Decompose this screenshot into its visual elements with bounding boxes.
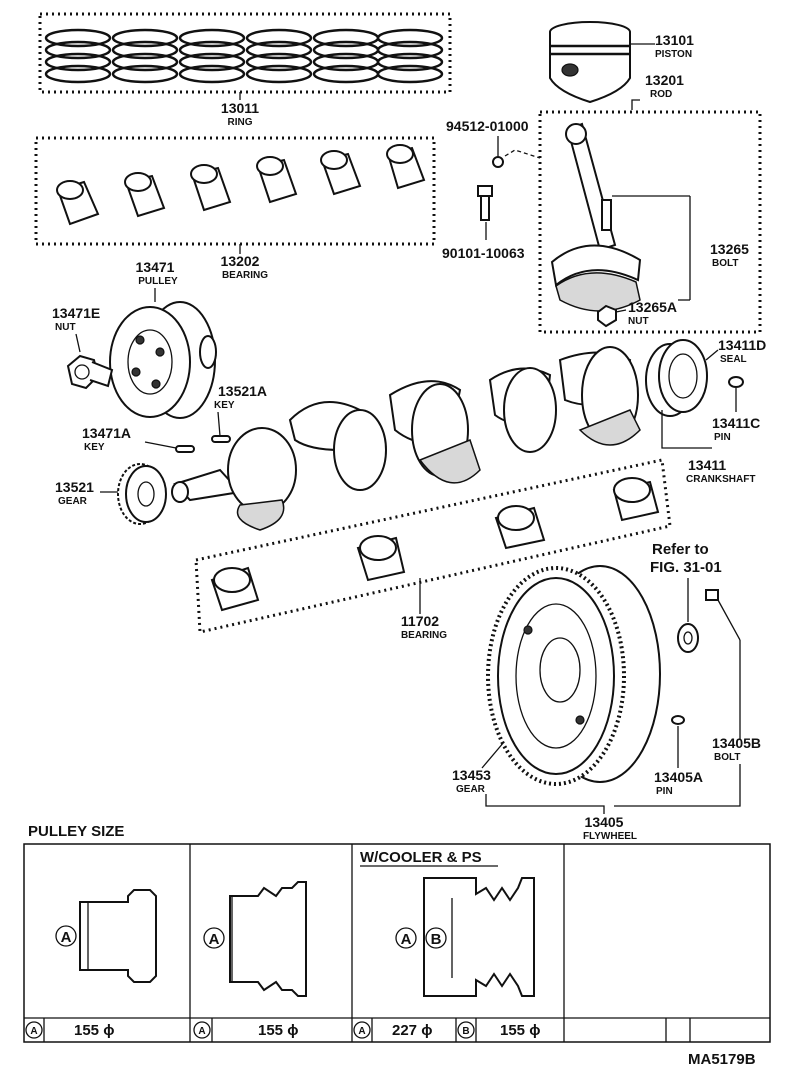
- crank-pulley-drawing: 13471 PULLEY 13471E NUT 13521A KEY 13471…: [52, 259, 267, 525]
- row-mark-a-2: A: [198, 1026, 205, 1037]
- pulley-nut-number: 13471E: [52, 305, 100, 321]
- piston-label: PISTON: [655, 49, 692, 60]
- piston-number: 13101: [655, 32, 694, 48]
- figure-code: MA5179B: [688, 1051, 756, 1068]
- screw-number: 94512-01000: [446, 118, 529, 134]
- cell1-mark-a: A: [61, 929, 72, 946]
- rod-small-parts: 94512-01000 90101-10063: [442, 118, 541, 261]
- pulley-key-number: 13471A: [82, 425, 131, 441]
- main-bearing-number: 11702: [401, 613, 439, 629]
- crank-pin-number: 13411C: [712, 415, 760, 431]
- main-bearing-label: BEARING: [401, 630, 447, 641]
- crankshaft-label: CRANKSHAFT: [686, 474, 755, 485]
- rod-nut-number: 13265A: [628, 299, 677, 315]
- refer-line1: Refer to: [652, 541, 709, 558]
- gear-label: GEAR: [58, 496, 88, 507]
- rod-bearing-label: BEARING: [222, 270, 268, 281]
- gear-number: 13521: [55, 479, 94, 495]
- value-3: 227 ϕ: [392, 1022, 432, 1039]
- crank-pin-label: PIN: [714, 432, 731, 443]
- seal-label: SEAL: [720, 354, 747, 365]
- flywheel-drawing: Refer to FIG. 31-01 13405B BOLT 13405A P…: [452, 541, 761, 842]
- flywheel-number: 13405: [585, 814, 624, 830]
- cell2-mark-a: A: [209, 931, 220, 948]
- rod-nut-label: NUT: [628, 316, 649, 327]
- piston-drawing: 13101 PISTON 13201 ROD: [549, 21, 694, 110]
- rod-number: 13201: [645, 72, 684, 88]
- rod-bolt-small-number: 90101-10063: [442, 245, 525, 261]
- cooler-title: W/COOLER & PS: [360, 849, 482, 866]
- crankshaft-number: 13411: [688, 457, 726, 473]
- value-4: 155 ϕ: [500, 1022, 540, 1039]
- row-mark-a-3: A: [358, 1026, 365, 1037]
- pulley-number: 13471: [136, 259, 175, 275]
- ring-gear-number: 13453: [452, 767, 491, 783]
- refer-line2: FIG. 31-01: [650, 559, 722, 576]
- pulley-key-label: KEY: [84, 442, 105, 453]
- rod-bearing-number: 13202: [221, 253, 260, 269]
- ring-gear-label: GEAR: [456, 784, 486, 795]
- fly-pin-number: 13405A: [654, 769, 703, 785]
- rod-bolt-number: 13265: [710, 241, 749, 257]
- pulley-profile-1: A: [55, 889, 157, 983]
- piston-ring-group: 13011 RING: [38, 12, 452, 128]
- pulley-nut-label: NUT: [55, 322, 76, 333]
- cell3-mark-a: A: [401, 931, 412, 948]
- row-mark-b-3: B: [462, 1026, 469, 1037]
- fly-bolt-number: 13405B: [712, 735, 761, 751]
- flywheel-label: FLYWHEEL: [583, 831, 637, 842]
- rod-bolt-label: BOLT: [712, 258, 738, 269]
- value-1: 155 ϕ: [74, 1022, 114, 1039]
- pulley-profile-2: A: [203, 881, 307, 997]
- connecting-rod-group: 13265 BOLT 13265A NUT: [538, 110, 762, 334]
- pulley-size-table: PULLEY SIZE A A W/COOLER & PS: [23, 823, 771, 1043]
- value-2: 155 ϕ: [258, 1022, 298, 1039]
- rod-label: ROD: [650, 89, 672, 100]
- pulley-label: PULLEY: [138, 276, 178, 287]
- cell3-mark-b: B: [431, 931, 442, 948]
- pulley-profile-3: W/COOLER & PS A B: [360, 849, 535, 997]
- rod-bearing-group: 13202 BEARING: [34, 136, 436, 281]
- pulley-size-title: PULLEY SIZE: [28, 823, 124, 840]
- crankshaft-drawing: 13411D SEAL 13411C PIN 13411 CRANKSHAFT: [171, 337, 766, 531]
- gear-key-label: KEY: [214, 400, 235, 411]
- fly-bolt-label: BOLT: [714, 752, 740, 763]
- row-mark-a-1: A: [30, 1026, 37, 1037]
- ring-number: 13011: [221, 100, 259, 116]
- gear-key-number: 13521A: [218, 383, 267, 399]
- main-bearing-group: 11702 BEARING: [194, 458, 672, 641]
- seal-number: 13411D: [718, 337, 766, 353]
- ring-label: RING: [228, 117, 253, 128]
- fly-pin-label: PIN: [656, 786, 673, 797]
- piston-ring-set: [44, 28, 444, 84]
